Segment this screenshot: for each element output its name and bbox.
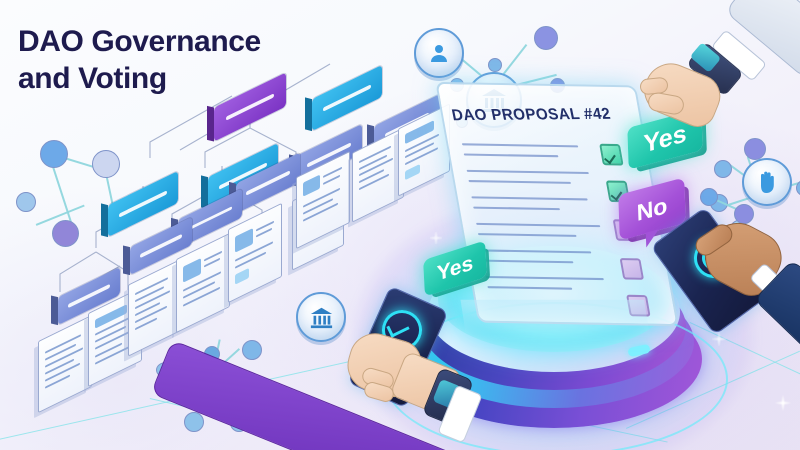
page-title: DAO Governance and Voting	[18, 24, 348, 97]
proposal-text-line	[477, 233, 577, 238]
page-title-line2: and Voting	[18, 61, 167, 95]
graph-node	[700, 188, 718, 206]
page-title-line1: DAO Governance	[18, 25, 261, 58]
sparkle	[430, 232, 442, 244]
proposal-text-line	[463, 153, 559, 158]
sparkle	[772, 392, 794, 414]
graph-node	[16, 192, 36, 212]
proposal-text-line	[471, 196, 588, 201]
proposal-text-line	[466, 169, 589, 175]
proposal-text-line	[482, 259, 574, 264]
hand-tapping-phone	[650, 200, 800, 365]
graph-node	[40, 140, 68, 168]
graph-node	[534, 26, 558, 50]
user-icon	[414, 28, 464, 78]
sparkle	[712, 332, 726, 346]
graph-node	[92, 150, 120, 178]
hand-glyph	[761, 171, 774, 193]
vote-yes-label-secondary: Yes	[436, 250, 474, 286]
graph-node	[184, 412, 204, 432]
proposal-text-line	[487, 286, 573, 290]
proposal-text-line	[476, 222, 601, 228]
graph-node	[796, 180, 800, 196]
proposal-text-line	[473, 206, 561, 211]
proposal-text-line	[461, 143, 579, 148]
hand-icon	[742, 158, 792, 206]
graph-node	[52, 220, 79, 247]
graph-node	[242, 340, 262, 360]
graph-node	[488, 58, 502, 72]
bank-glyph	[310, 307, 332, 328]
hand-holding-phone	[150, 285, 490, 450]
user-glyph	[431, 45, 447, 62]
hand-holding-yes-card	[637, 0, 800, 160]
bank-icon	[296, 292, 346, 342]
proposal-text-line	[485, 275, 604, 281]
network-graph-left	[16, 132, 136, 247]
proposal-text-line	[468, 180, 572, 185]
proposal-checkbox-1[interactable]	[599, 143, 624, 166]
proposal-text-line	[480, 249, 592, 254]
graph-node	[714, 160, 732, 178]
proposal-title: DAO PROPOSAL #42	[450, 105, 613, 125]
proposal-checkbox-4[interactable]	[619, 258, 645, 280]
